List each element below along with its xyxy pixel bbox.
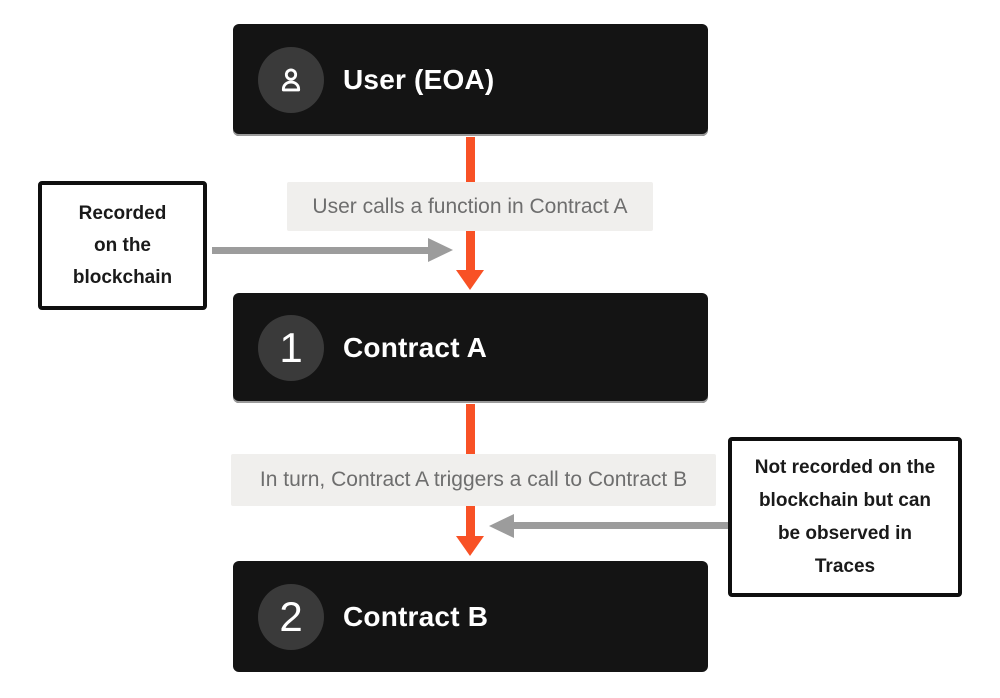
contract-b-number-circle: 2	[258, 583, 324, 650]
edge-label-user-call-text: User calls a function in Contract A	[312, 194, 628, 218]
note-line: Not recorded on the	[754, 457, 936, 478]
node-contract-b: 2 Contract B	[233, 561, 708, 672]
note-line: blockchain	[72, 266, 173, 288]
trace-note-arrow-shaft	[514, 522, 733, 529]
recorded-note-arrow-head	[428, 238, 453, 262]
note-line: on the	[94, 234, 151, 256]
flow-arrow-user-to-contract-a-head	[456, 270, 484, 290]
note-line: be observed in	[777, 523, 913, 544]
trace-note-arrow-head	[489, 514, 514, 538]
user-avatar-circle	[258, 47, 324, 113]
node-contract-b-title: Contract B	[343, 600, 489, 632]
note-line: Traces	[814, 556, 876, 577]
note-recorded-on-blockchain: Recorded on the blockchain	[38, 181, 207, 310]
node-user-eoa-title: User (EOA)	[343, 64, 495, 95]
edge-label-contract-call-text: In turn, Contract A triggers a call to C…	[259, 468, 688, 491]
edge-label-contract-call: In turn, Contract A triggers a call to C…	[231, 454, 716, 506]
node-contract-a-title: Contract A	[343, 332, 488, 363]
contract-a-number: 1	[279, 324, 303, 371]
flow-arrow-contract-a-to-contract-b-head	[456, 536, 484, 556]
contract-b-number: 2	[279, 592, 303, 640]
edge-label-user-call: User calls a function in Contract A	[287, 182, 653, 231]
user-icon	[273, 62, 309, 98]
note-observed-in-traces: Not recorded on the blockchain but can b…	[728, 437, 962, 597]
node-contract-a: 1 Contract A	[233, 293, 708, 403]
note-line: Recorded	[78, 202, 167, 224]
contract-a-number-circle: 1	[258, 315, 324, 381]
note-line: blockchain but can	[758, 490, 932, 511]
recorded-note-arrow-shaft	[212, 247, 428, 254]
node-user-eoa: User (EOA)	[233, 24, 708, 136]
